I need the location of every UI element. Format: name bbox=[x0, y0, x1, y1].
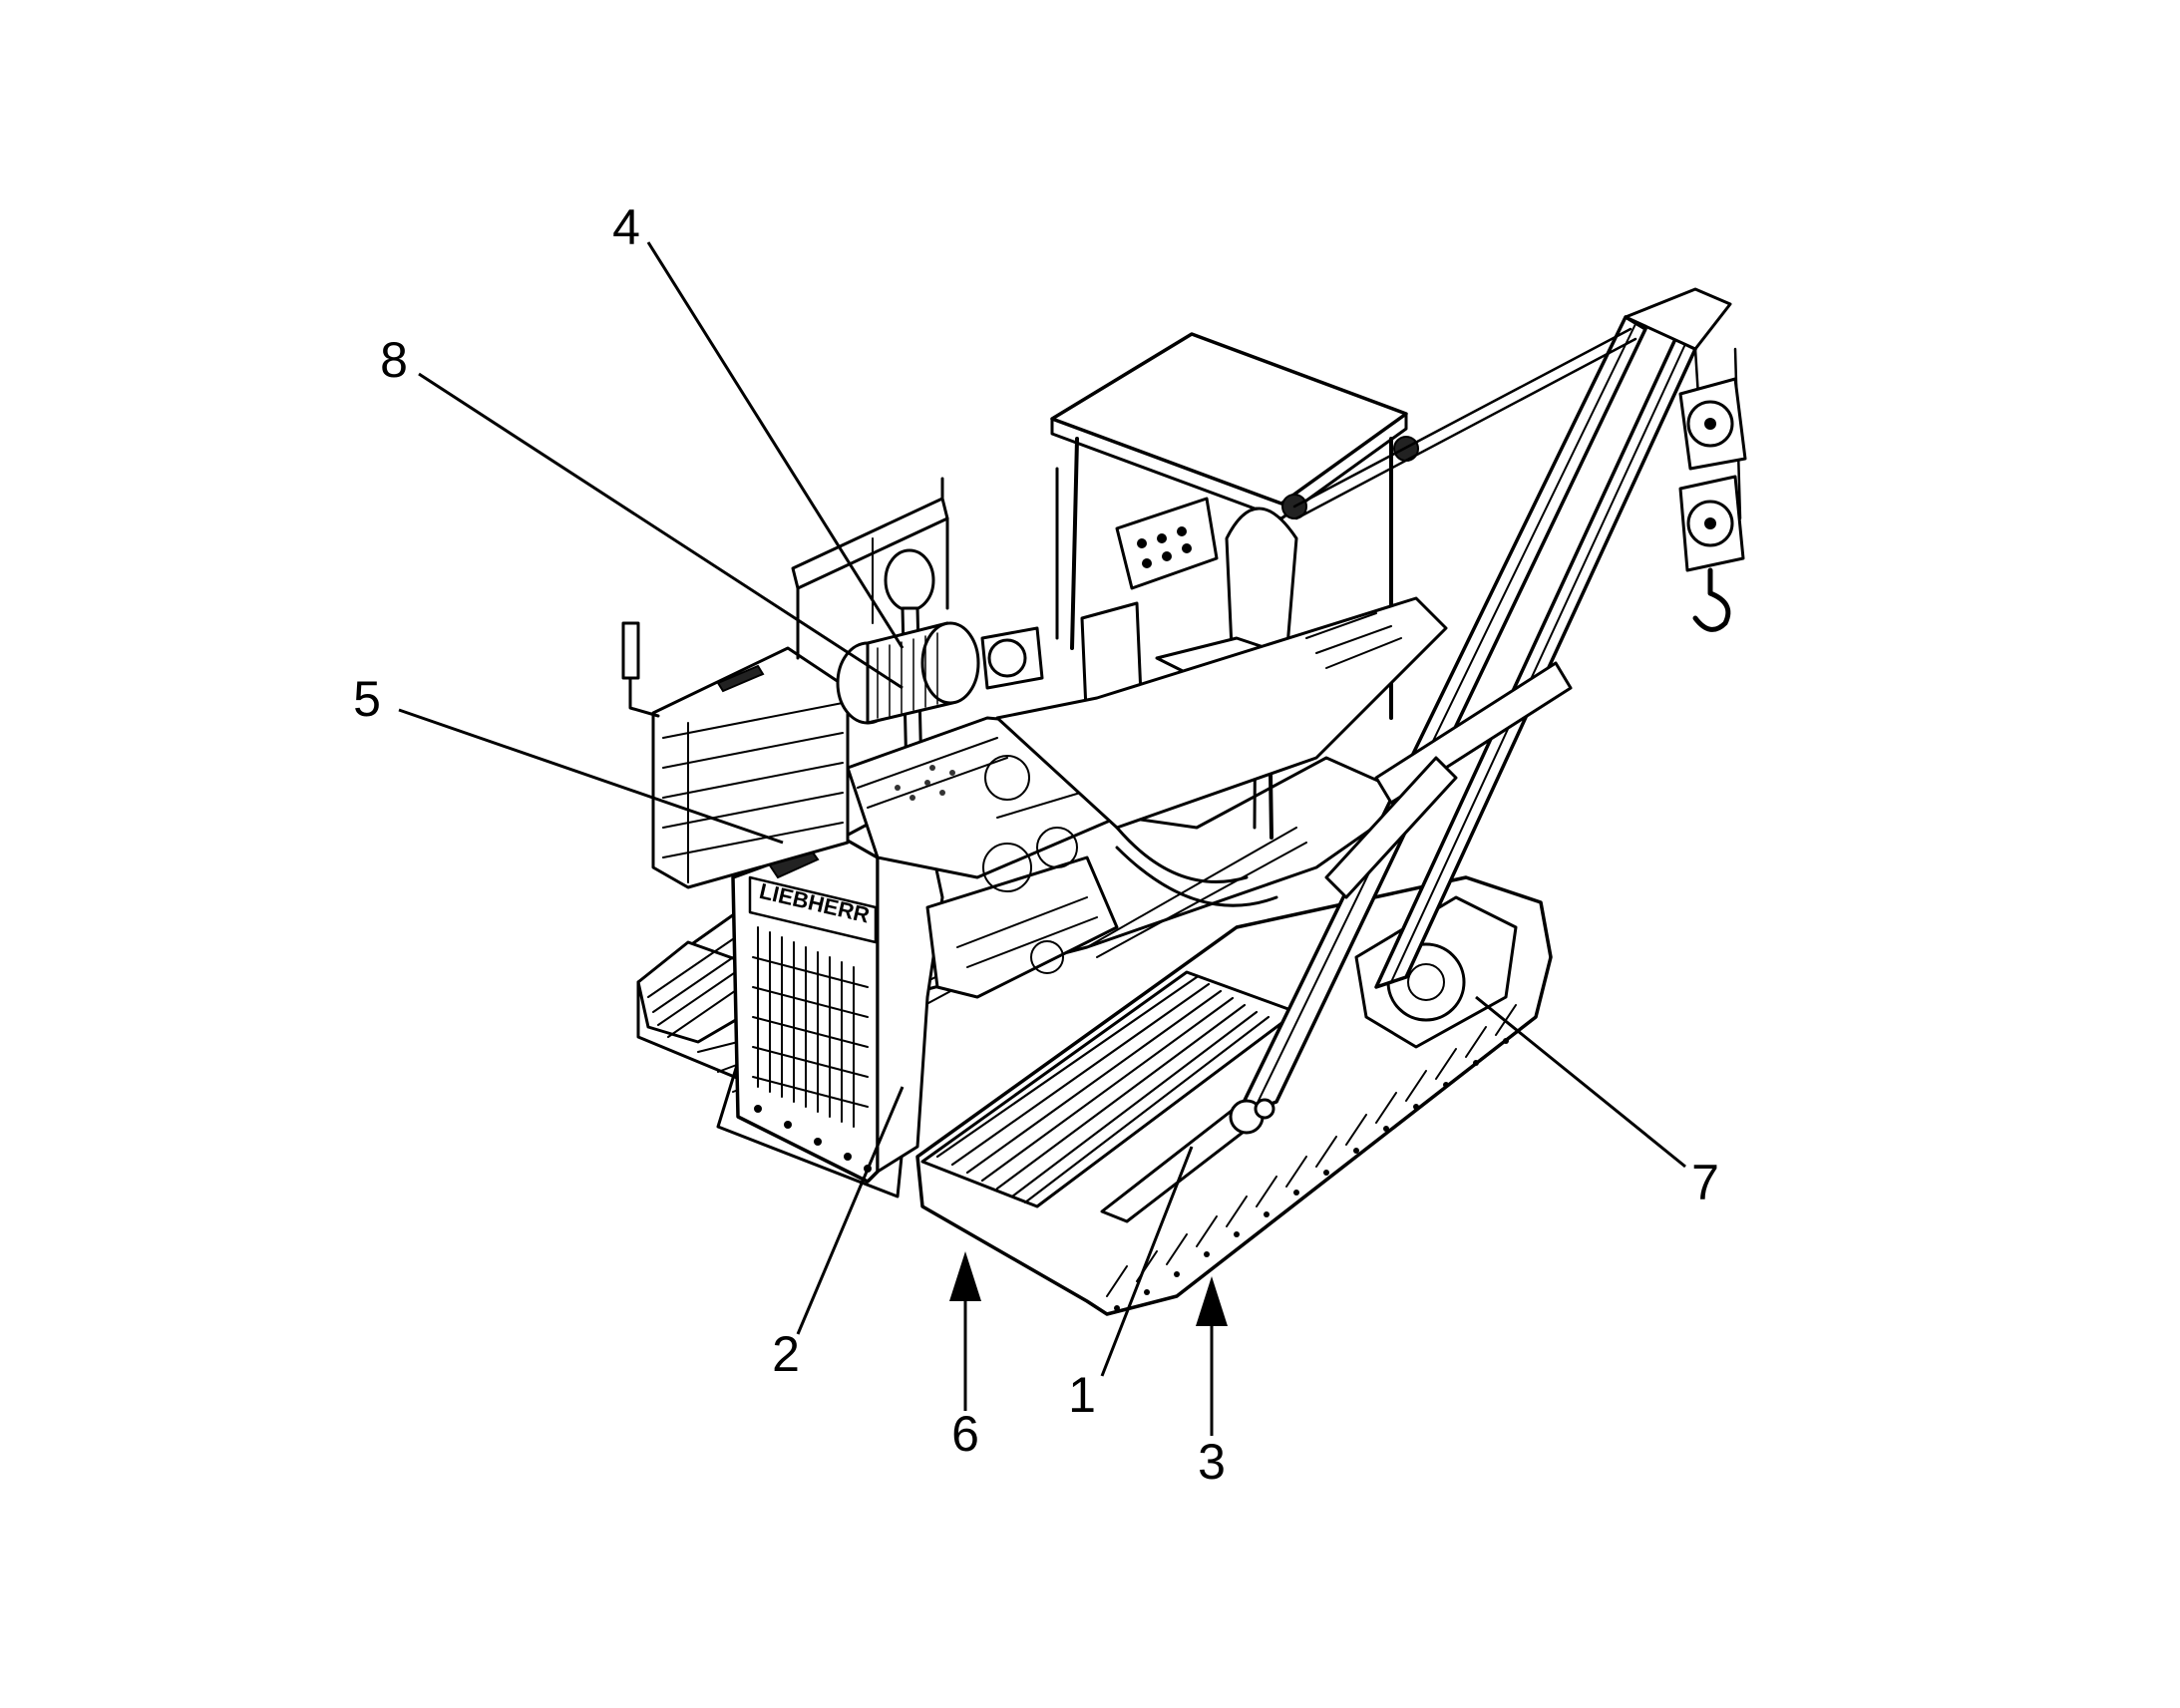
leader-5 bbox=[398, 708, 784, 845]
callout-2: 2 bbox=[772, 1326, 800, 1382]
callout-labels: 4 8 5 2 6 1 3 7 bbox=[353, 199, 1719, 1490]
callout-7: 7 bbox=[1691, 1155, 1719, 1210]
rear-guard bbox=[791, 477, 949, 660]
winch-drum bbox=[836, 621, 1044, 725]
callout-5: 5 bbox=[353, 671, 381, 727]
arrow-6-head bbox=[949, 1251, 981, 1301]
arrow-3-head bbox=[1196, 1276, 1228, 1326]
radiator-grille: LIEBHERR bbox=[731, 796, 944, 1184]
hook-block bbox=[1678, 347, 1747, 632]
leader-1 bbox=[1100, 1146, 1194, 1377]
callout-1: 1 bbox=[1068, 1367, 1096, 1423]
leader-4 bbox=[646, 241, 905, 649]
leader-8 bbox=[418, 372, 904, 690]
right-track bbox=[915, 875, 1553, 1316]
callout-6: 6 bbox=[951, 1406, 979, 1462]
boom bbox=[1229, 287, 1732, 1135]
callout-4: 4 bbox=[612, 199, 640, 255]
leader-7 bbox=[1475, 995, 1686, 1169]
callout-8: 8 bbox=[380, 332, 408, 388]
leader-lines bbox=[398, 241, 1686, 1436]
callout-3: 3 bbox=[1198, 1434, 1226, 1490]
counterweight bbox=[621, 621, 850, 889]
leader-2 bbox=[796, 1086, 905, 1335]
operator-cab bbox=[995, 332, 1448, 840]
